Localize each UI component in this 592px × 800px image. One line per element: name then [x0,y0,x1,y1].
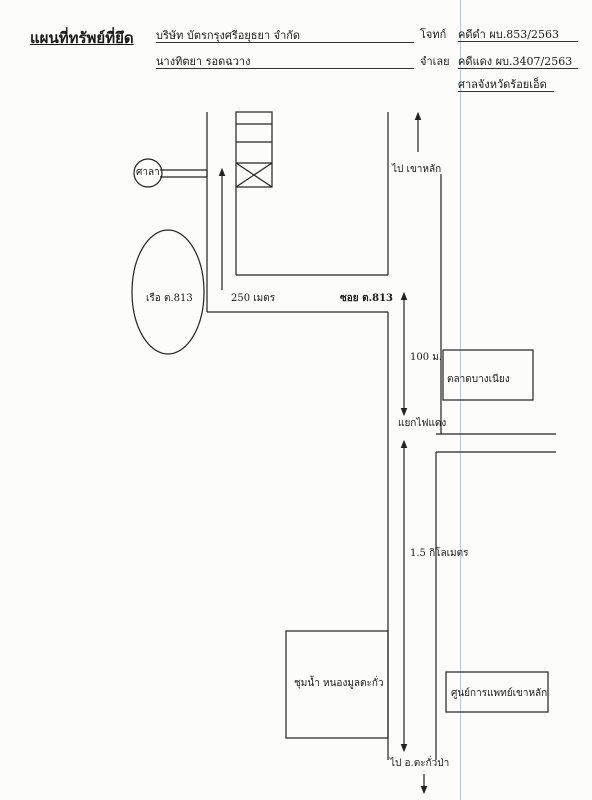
medical-center-box [445,671,549,713]
traffic-light-label: แยกไฟแดง [398,418,447,429]
to-khao-lak-label: ไป เขาหลัก [392,164,442,175]
plaintiff-role: โจทก์ [420,28,447,41]
reua-label: เรือ ต.813 [146,293,193,304]
distance-250-label: 250 เมตร [231,293,276,304]
property-building [235,111,273,188]
property-mark-x2 [235,162,273,188]
community-box [285,630,389,739]
defendant-name: นางทิตยา รอดฉวาง [156,55,414,69]
court-name: ศาลจังหวัดร้อยเอ็ด [458,78,554,92]
market-box [442,349,534,401]
sala-label: ศาลา [136,167,160,178]
market-label: ตลาดบางเนียง [447,374,510,385]
sala-circle [133,158,163,188]
page-title: แผนที่ทรัพย์ที่ยึด [30,29,134,47]
community-label: ชุมน้ำ หนองมูลตะกั่ว [294,678,384,689]
distance-1-5km-label: 1.5 กิโลเมตร [410,548,469,559]
red-case-number: คดีแดง ผบ.3407/2563 [458,55,578,69]
to-takuapa-label: ไป อ.ตะกั่วป่า [390,758,450,769]
distance-100m-label: 100 ม. [410,352,443,363]
black-case-number: คดีดำ ผบ.853/2563 [458,28,578,42]
defendant-role: จำเลย [420,55,450,68]
reua-ellipse [131,229,205,355]
soi-label: ซอย ต.813 [340,293,393,304]
plaintiff-name: บริษัท บัตรกรุงศรีอยุธยา จำกัด [156,29,414,43]
medical-center-label: ศูนย์การแพทย์เขาหลัก [451,688,548,699]
